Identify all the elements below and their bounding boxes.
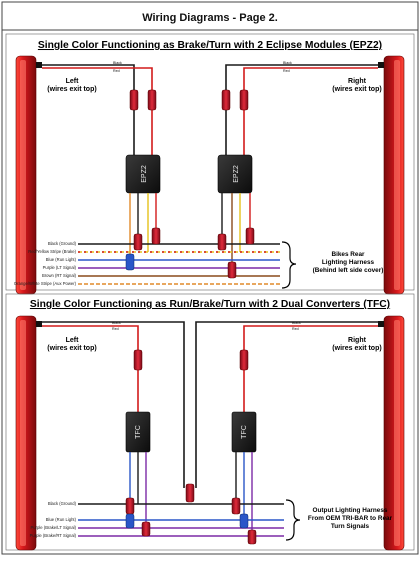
epz2-harness-label-line2: Lighting Harness <box>322 259 375 266</box>
left-epz2-module-icon: EPZ2 <box>125 154 161 194</box>
right-epz2-module-icon: EPZ2 <box>217 154 253 194</box>
left-tail-lamp-icon <box>15 55 42 295</box>
right-lamp-subtitle: (wires exit top) <box>332 345 381 352</box>
page-title: Wiring Diagrams - Page 2. <box>142 12 278 24</box>
epz2-harness-lines <box>78 243 280 285</box>
epz2-output-wires <box>129 193 251 268</box>
connector-icon <box>133 349 249 371</box>
right-epz2-label: EPZ2 <box>233 165 240 183</box>
section-tfc-border <box>5 293 415 551</box>
left-black-tag: Black <box>113 61 122 65</box>
harness-wire-label: Purple (LT Signal) <box>43 265 77 270</box>
tfc-harness-bracket-icon <box>285 499 301 541</box>
left-red-tag: Red <box>112 327 119 331</box>
tfc-harness-label-line3: Turn Signals <box>331 523 370 530</box>
right-tail-lamp-icon <box>378 55 405 295</box>
epz2-harness-label-line1: Bikes Rear <box>331 251 365 258</box>
harness-wire-label: Purple (Brake/RT Signal) <box>30 533 77 538</box>
harness-wire-label: Black (Ground) <box>48 241 77 246</box>
section-tfc-title: Single Color Functioning as Run/Brake/Tu… <box>30 299 390 310</box>
harness-wire-label: Red/Yellow Stripe (Brake) <box>28 249 76 254</box>
tfc-lamp-wires <box>42 321 378 488</box>
harness-wire-label: Brown (RT Signal) <box>42 273 77 278</box>
left-tfc-label: TFC <box>135 425 142 439</box>
left-lamp-title: Left <box>66 337 80 344</box>
left-lamp-subtitle: (wires exit top) <box>47 345 96 352</box>
epz2-harness-label-line3: (Behind left side cover) <box>313 267 384 274</box>
left-lamp-wires <box>42 64 153 155</box>
section-epz2-border <box>5 33 415 291</box>
right-tfc-module-icon: TFC <box>231 411 257 453</box>
right-tfc-label: TFC <box>241 425 248 439</box>
harness-wire-label: Blue (Run Light) <box>46 517 77 522</box>
epz2-harness-bracket-icon <box>281 241 297 289</box>
left-tail-lamp-icon <box>15 315 42 551</box>
right-lamp-subtitle: (wires exit top) <box>332 86 381 93</box>
left-black-tag: Black <box>112 321 121 325</box>
harness-wire-label: Black (Ground) <box>48 501 77 506</box>
tfc-harness-label-line1: Output Lighting Harness <box>313 507 388 514</box>
left-tfc-module-icon: TFC <box>125 411 151 453</box>
right-tail-lamp-icon <box>378 315 405 551</box>
left-red-tag: Red <box>113 69 120 73</box>
connector-icon <box>129 89 249 111</box>
harness-wire-label: Purple (Brake/LT Signal) <box>31 525 77 530</box>
right-red-tag: Red <box>292 327 299 331</box>
section-epz2-title: Single Color Functioning as Brake/Turn w… <box>38 40 382 51</box>
left-lamp-subtitle: (wires exit top) <box>47 86 96 93</box>
right-black-tag: Black <box>292 321 301 325</box>
left-epz2-label: EPZ2 <box>141 165 148 183</box>
section-epz2: Single Color Functioning as Brake/Turn w… <box>5 33 415 295</box>
right-lamp-title: Right <box>348 78 367 85</box>
epz2-harness-connector-icon <box>125 227 255 279</box>
right-black-tag: Black <box>283 61 292 65</box>
harness-wire-label: Blue (Run Light) <box>46 257 77 262</box>
section-tfc: Single Color Functioning as Run/Brake/Tu… <box>5 293 415 551</box>
harness-wire-label: Orange/White Stripe (Aux Power) <box>14 281 77 286</box>
right-lamp-title: Right <box>348 337 367 344</box>
right-lamp-wires <box>225 64 378 155</box>
right-red-tag: Red <box>283 69 290 73</box>
tfc-harness-connector-icon <box>125 483 257 545</box>
left-lamp-title: Left <box>66 78 80 85</box>
tfc-harness-label-line2: From OEM TRI-BAR to Rear <box>308 515 393 522</box>
